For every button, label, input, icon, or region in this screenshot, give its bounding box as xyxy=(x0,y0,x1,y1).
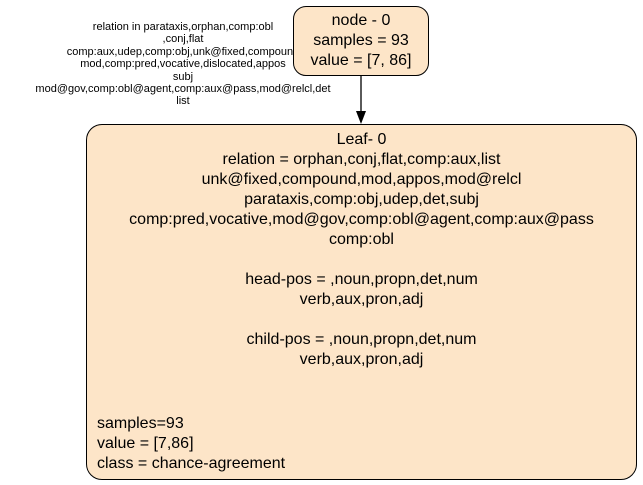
leaf-relation-line: comp:pred,vocative,mod@gov,comp:obl@agen… xyxy=(129,211,594,228)
root-node: node - 0 samples = 93 value = [7, 86] xyxy=(293,6,429,76)
leaf-relation-line: unk@fixed,compound,mod,appos,mod@relcl xyxy=(201,171,522,188)
edge-label-line: list xyxy=(176,95,190,108)
edge-arrowhead xyxy=(356,111,366,124)
leaf-head-pos-line: verb,aux,pron,adj xyxy=(299,291,424,308)
edge-label-line: subj xyxy=(172,70,194,83)
leaf-head-pos-line: head-pos = ,noun,propn,det,num xyxy=(245,271,478,288)
edge-label-line: comp:aux,udep,comp:obj,unk@fixed,compoun… xyxy=(66,45,300,58)
blank-line xyxy=(87,310,636,330)
edge-label-line: mod,comp:pred,vocative,dislocated,appos xyxy=(80,58,286,71)
root-node-samples: samples = 93 xyxy=(313,32,409,49)
edge-label-line: relation in parataxis,orphan,comp:obl xyxy=(92,21,274,33)
leaf-footer: samples=93 value = [7,86] class = chance… xyxy=(97,414,285,474)
leaf-relation-line: relation = orphan,conj,flat,comp:aux,lis… xyxy=(222,151,501,168)
leaf-node: Leaf- 0 relation = orphan,conj,flat,comp… xyxy=(86,124,637,480)
root-node-value: value = [7, 86] xyxy=(310,52,412,69)
leaf-child-pos-line: child-pos = ,noun,propn,det,num xyxy=(246,331,477,348)
edge-label-line: ,conj,flat xyxy=(162,33,204,46)
leaf-class: class = chance-agreement xyxy=(97,455,286,472)
leaf-samples: samples=93 xyxy=(97,415,184,432)
root-node-title: node - 0 xyxy=(331,12,391,29)
leaf-child-pos-line: verb,aux,pron,adj xyxy=(299,351,424,368)
edge-label: relation in parataxis,orphan,comp:obl ,c… xyxy=(0,21,366,108)
leaf-node-title: Leaf- 0 xyxy=(336,131,387,148)
edge-label-line: mod@gov,comp:obl@agent,comp:aux@pass,mod… xyxy=(35,83,331,96)
leaf-relation-line: comp:obl xyxy=(329,231,394,248)
blank-line xyxy=(87,250,636,270)
leaf-relation-line: parataxis,comp:obj,udep,det,subj xyxy=(244,191,479,208)
leaf-value: value = [7,86] xyxy=(97,435,194,452)
